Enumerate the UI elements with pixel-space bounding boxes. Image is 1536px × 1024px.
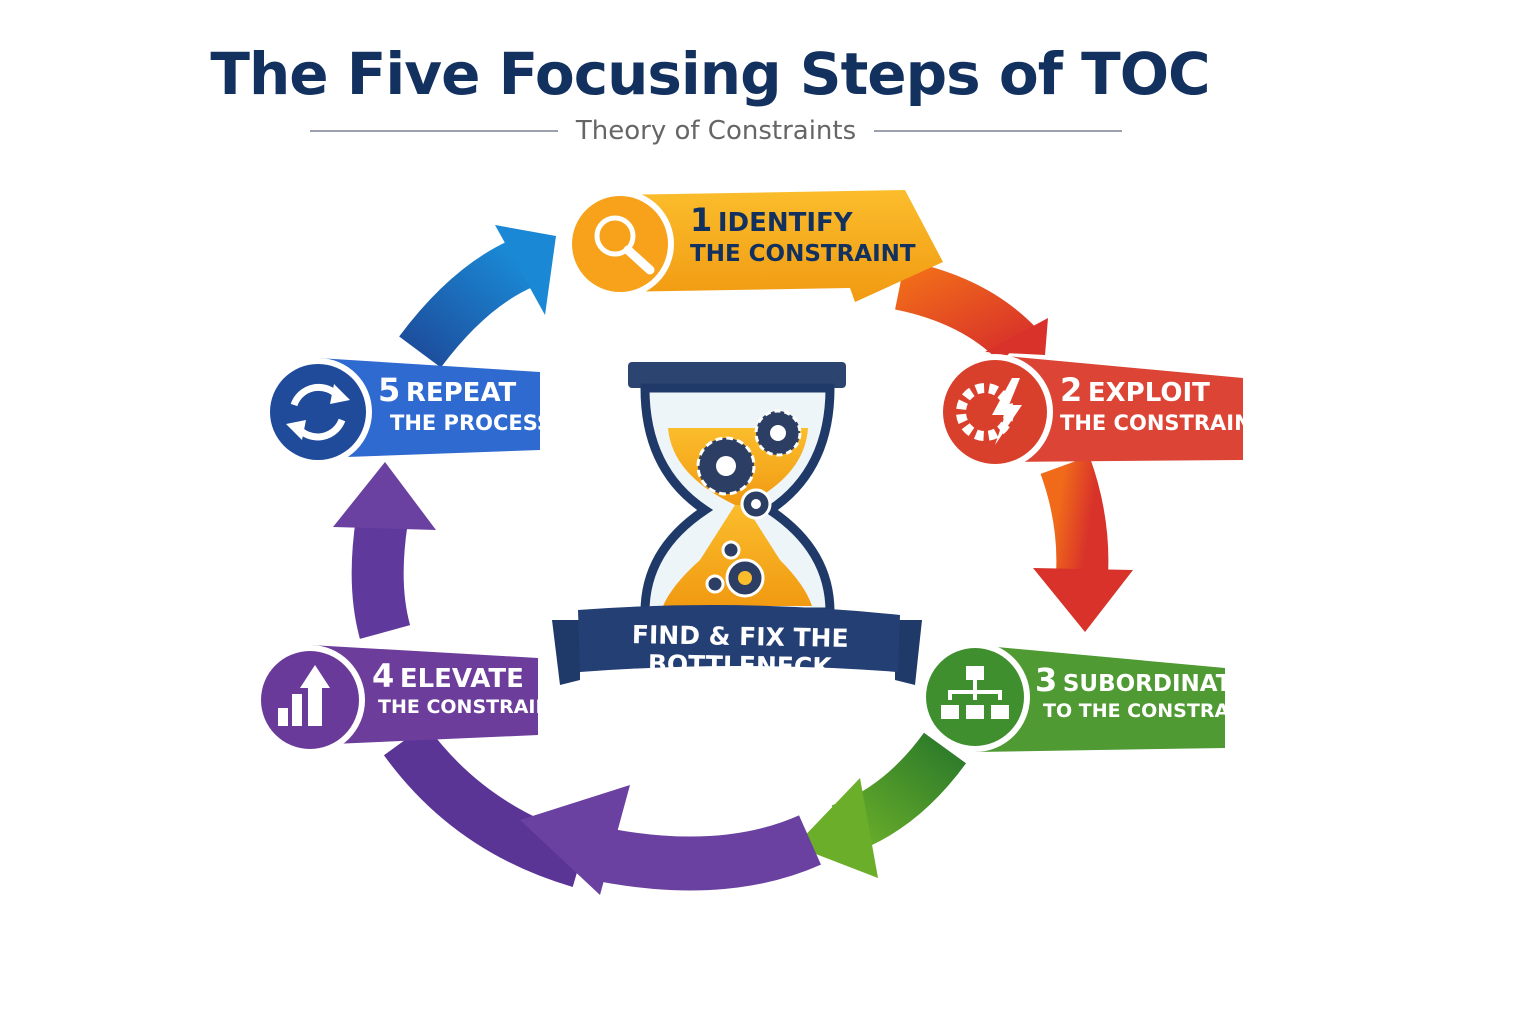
step-subtitle: THE CONSTRAINT (690, 241, 916, 267)
step-title: ELEVATE (399, 664, 524, 694)
arrow-4-to-5 (333, 462, 436, 639)
step-5-badge[interactable] (264, 358, 540, 466)
step-number: 5 (378, 371, 401, 409)
step-subtitle: THE CONSTRAINT (1060, 411, 1266, 435)
step-3-label: 3 SUBORDINATE TO THE CONSTRAINT (1035, 660, 1265, 724)
subtitle: Theory of Constraints (575, 116, 857, 146)
arrow-1-to-2 (894, 260, 1048, 363)
gear-lightning-icon (956, 378, 1022, 445)
step-1-label: 1 IDENTIFY THE CONSTRAINT (690, 200, 916, 269)
hierarchy-icon (941, 666, 1009, 719)
step-number: 3 (1035, 661, 1058, 699)
step-2-label: 2 EXPLOIT THE CONSTRAINT (1060, 370, 1266, 436)
arrow-2-to-3 (1033, 456, 1133, 632)
step-title: EXPLOIT (1087, 378, 1210, 408)
step-5-label: 5 REPEAT THE PROCESS (378, 370, 552, 436)
step-4-label: 4 ELEVATE THE CONSTRAINT (372, 656, 564, 720)
divider (310, 130, 558, 132)
step-title: REPEAT (405, 378, 517, 408)
center-ribbon (552, 605, 922, 685)
step-subtitle: THE CONSTRAINT (378, 696, 565, 718)
step-3-badge[interactable] (920, 642, 1225, 752)
magnifier-icon (594, 215, 655, 275)
step-subtitle: TO THE CONSTRAINT (1043, 700, 1266, 722)
step-title: SUBORDINATE (1062, 671, 1248, 697)
step-subtitle: THE PROCESS (390, 411, 553, 435)
arrow-5-to-1 (399, 225, 556, 368)
center-ribbon-text: FIND & FIX THE BOTTLENECK (631, 620, 849, 682)
arrow-4-to-lower (383, 724, 821, 895)
step-1-badge[interactable] (566, 190, 943, 302)
step-title: IDENTIFY (717, 208, 853, 238)
step-number: 2 (1060, 371, 1083, 409)
divider (874, 130, 1122, 132)
subtitle-row: Theory of Constraints (310, 116, 1122, 146)
step-2-badge[interactable] (937, 354, 1243, 470)
page-title: The Five Focusing Steps of TOC (210, 40, 1210, 108)
step-4-badge[interactable] (255, 645, 538, 755)
hourglass-gears-icon (628, 362, 846, 617)
step-number: 4 (372, 657, 395, 695)
refresh-icon (286, 383, 350, 441)
bar-chart-up-icon (278, 665, 330, 726)
step-number: 1 (690, 201, 713, 239)
